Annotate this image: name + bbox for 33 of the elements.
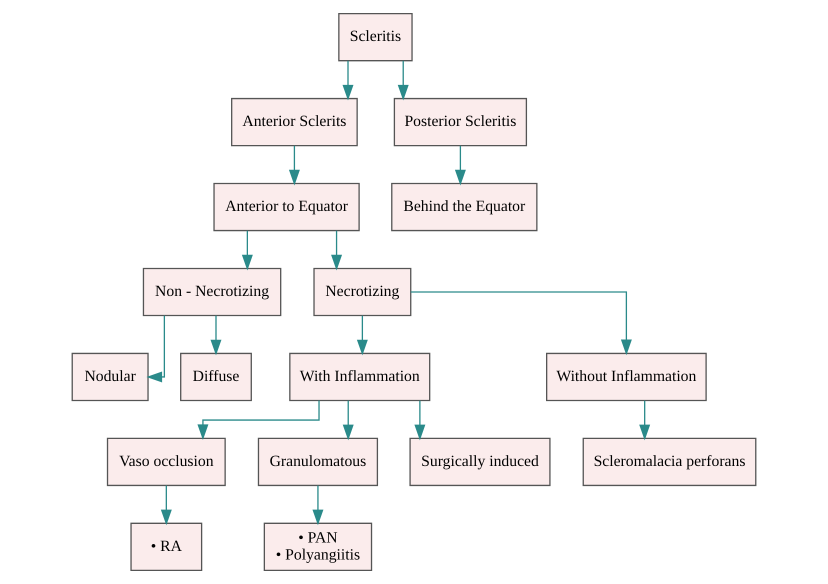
node-box: Necrotizing: [313, 268, 412, 316]
node-box: Anterior Sclerits: [231, 98, 358, 146]
node-box: Posterior Scleritis: [394, 98, 528, 146]
arrow: [197, 400, 320, 440]
arrow: [312, 486, 324, 526]
node-box: • RA: [130, 522, 202, 572]
arrow: [454, 146, 466, 186]
node-box: Surgically induced: [409, 438, 551, 486]
node-box: Scleromalacia perforans: [582, 438, 756, 486]
node-box: Vaso occlusion: [106, 438, 226, 486]
arrow: [342, 400, 354, 440]
node-box: Without Inflammation: [546, 352, 707, 402]
arrow: [331, 230, 342, 270]
arrow: [356, 316, 368, 356]
node-box: • PAN • Polyangiitis: [264, 522, 372, 572]
node-box: Granulomatous: [258, 438, 378, 486]
arrow: [639, 400, 650, 440]
arrow: [414, 400, 426, 440]
node-box: With Inflammation: [289, 352, 430, 402]
arrow: [342, 60, 354, 101]
arrow: [288, 146, 300, 186]
arrow: [210, 316, 222, 356]
node-box: Anterior to Equator: [213, 182, 360, 232]
arrow: [242, 230, 253, 270]
node-box: Diffuse: [180, 352, 252, 402]
arrow: [410, 291, 632, 356]
arrow: [160, 486, 172, 526]
arrow: [398, 60, 409, 101]
node-box: Behind the Equator: [391, 182, 538, 232]
node-box: Scleritis: [338, 12, 413, 62]
arrow: [146, 316, 166, 382]
node-box: Non - Necrotizing: [142, 268, 282, 316]
node-box: Nodular: [72, 352, 149, 402]
